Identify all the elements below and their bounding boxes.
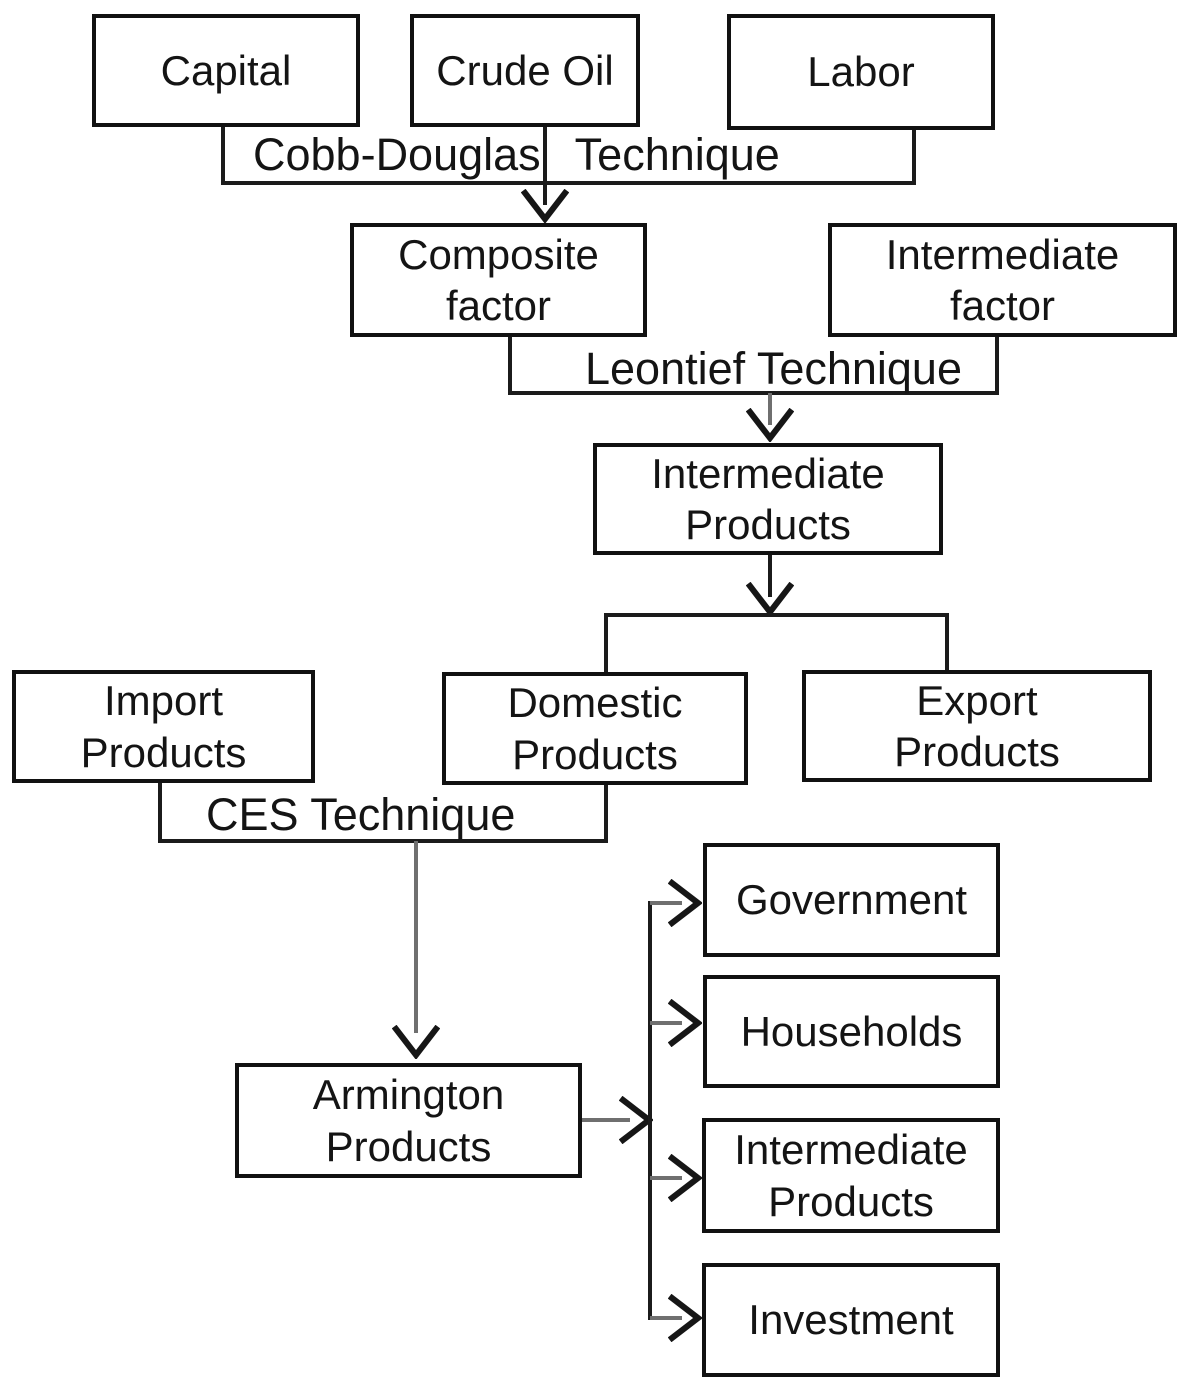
connector-armington-out: [582, 1118, 630, 1122]
arrowhead-right-int-demand: [668, 1154, 702, 1202]
connector-import-down: [158, 783, 162, 843]
connector-intproducts-down: [768, 555, 772, 597]
node-import-products-label: Import Products: [80, 677, 247, 776]
node-crude-oil: Crude Oil: [410, 14, 640, 127]
connector-split-bracket: [604, 613, 949, 617]
connector-composite-down: [508, 337, 512, 395]
arrowhead-down-composite: [521, 189, 569, 223]
node-domestic-products-label: Domestic Products: [507, 679, 683, 778]
node-intermediate-factor: Intermediate factor: [828, 223, 1177, 337]
connector-branch-households: [650, 1021, 682, 1025]
connector-labor-down: [912, 128, 916, 185]
node-crude-oil-label: Crude Oil: [436, 46, 614, 94]
node-export-products-label: Export Products: [894, 676, 1060, 775]
node-households-label: Households: [740, 1007, 963, 1055]
connector-intfactor-down: [995, 337, 999, 395]
connector-leontief-bracket: [508, 391, 999, 395]
node-domestic-products: Domestic Products: [442, 672, 748, 785]
connector-domestic-down: [604, 785, 608, 843]
connector-crudeoil-shaft: [543, 127, 547, 205]
node-intermediate-products-demand: Intermediate Products: [702, 1118, 1000, 1233]
node-armington-products: Armington Products: [235, 1063, 582, 1178]
connector-ces-bracket: [158, 839, 608, 843]
node-intermediate-products-demand-label: Intermediate Products: [734, 1126, 968, 1225]
node-intermediate-factor-label: Intermediate factor: [885, 230, 1120, 329]
node-armington-products-label: Armington Products: [312, 1071, 505, 1170]
connector-leontief-arrow-shaft: [768, 393, 772, 425]
node-labor: Labor: [727, 14, 995, 130]
node-composite-factor-label: Composite factor: [398, 230, 599, 329]
label-cobb-technique: Technique: [574, 129, 780, 180]
node-composite-factor: Composite factor: [350, 223, 647, 337]
arrowhead-down-split: [746, 582, 794, 616]
node-investment-label: Investment: [748, 1296, 954, 1344]
node-export-products: Export Products: [802, 670, 1152, 782]
connector-branch-investment: [650, 1316, 682, 1320]
connector-demand-spine: [648, 901, 652, 1320]
node-government: Government: [703, 843, 1000, 957]
label-cobb-douglas: Cobb-Douglas: [253, 129, 541, 180]
node-government-label: Government: [735, 876, 968, 924]
connector-ces-arrow-shaft: [414, 841, 418, 1033]
arrowhead-right-investment: [668, 1294, 702, 1342]
node-intermediate-products: Intermediate Products: [593, 443, 943, 555]
label-leontief-technique: Leontief Technique: [585, 343, 962, 394]
arrowhead-down-armington: [392, 1025, 440, 1059]
label-ces-technique: CES Technique: [206, 789, 516, 840]
arrowhead-right-government: [668, 879, 702, 927]
node-import-products: Import Products: [12, 670, 315, 783]
arrowhead-right-households: [668, 999, 702, 1047]
node-labor-label: Labor: [807, 48, 915, 96]
connector-branch-int-demand: [650, 1176, 682, 1180]
node-intermediate-products-label: Intermediate Products: [651, 449, 885, 548]
node-capital: Capital: [92, 14, 360, 127]
connector-split-to-export: [945, 613, 949, 672]
connector-split-to-domestic: [604, 613, 608, 674]
node-capital-label: Capital: [160, 46, 292, 94]
node-investment: Investment: [702, 1263, 1000, 1377]
connector-capital-down: [221, 125, 225, 183]
label-cobb-douglas-technique: Cobb-Douglas Technique: [253, 129, 780, 181]
arrowhead-down-intermediate-products: [746, 408, 794, 442]
connector-top-bracket: [221, 181, 916, 185]
connector-branch-government: [650, 901, 682, 905]
node-households: Households: [703, 975, 1000, 1088]
